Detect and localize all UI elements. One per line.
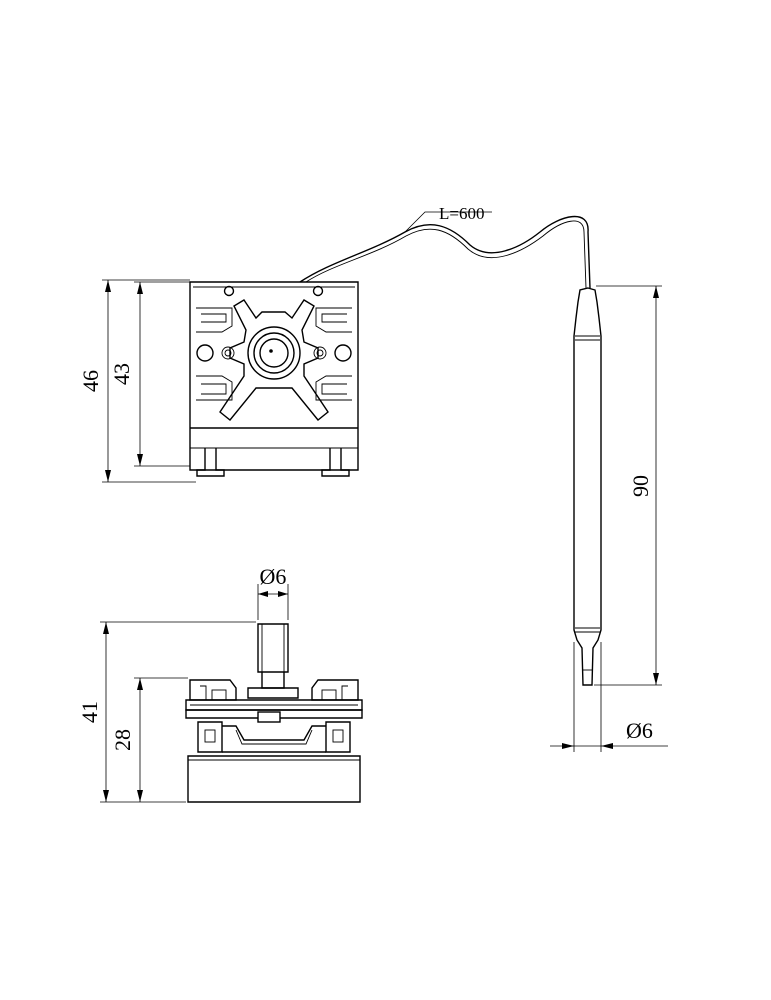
sensing-bulb: [573, 287, 602, 686]
front-height-total-label: 46: [78, 370, 103, 392]
side-dimensions: Ø6 41 28: [77, 564, 289, 803]
side-height-total-label: 41: [77, 701, 102, 723]
shaft-diameter-label: Ø6: [260, 564, 287, 589]
front-height-dimensions: 46 43: [78, 279, 196, 483]
bulb-length-label: 90: [628, 475, 653, 497]
front-view: [189, 281, 359, 477]
front-height-body-label: 43: [109, 363, 134, 385]
side-view: [185, 623, 363, 803]
bulb-dimensions: 90 Ø6: [550, 285, 668, 752]
bulb-diameter-label: Ø6: [626, 718, 653, 743]
capillary-tube: L=600: [299, 204, 591, 289]
capillary-length-label: L=600: [439, 204, 484, 223]
side-height-body-label: 28: [110, 729, 135, 751]
